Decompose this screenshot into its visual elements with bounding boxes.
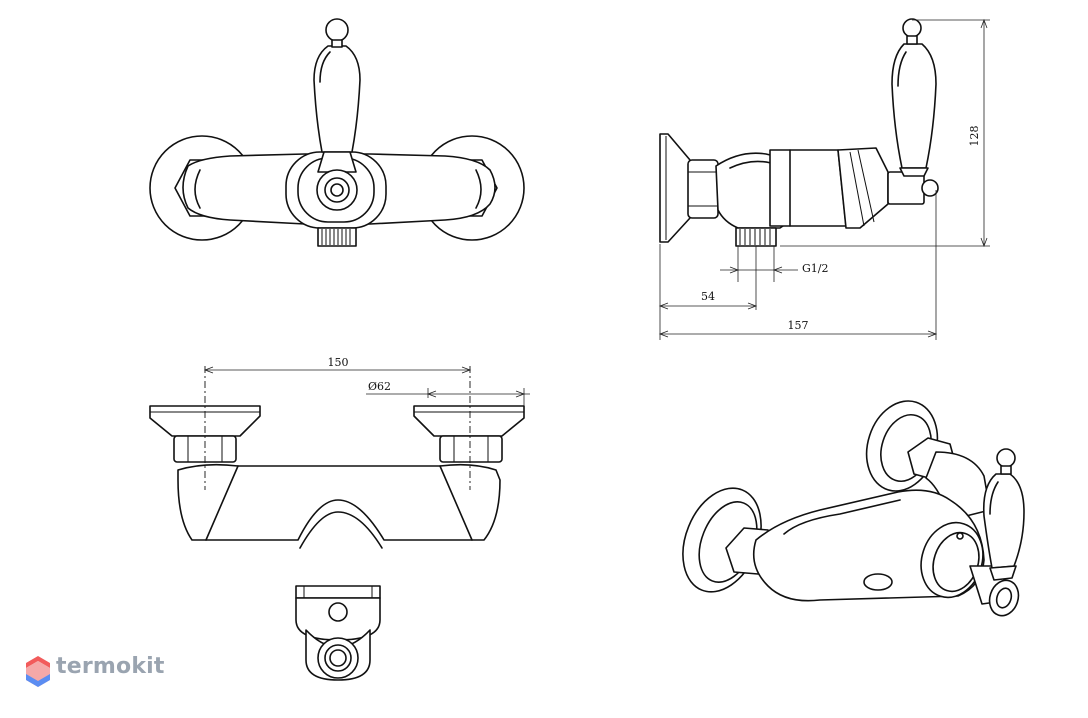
- front-view: [149, 18, 525, 247]
- dimension-offset-label: 54: [701, 290, 715, 303]
- isometric-view: [682, 400, 1025, 617]
- watermark: termokit: [24, 654, 165, 679]
- termokit-logo-icon: [26, 656, 50, 687]
- dimension-flange-diameter-label: Ø62: [368, 380, 391, 393]
- watermark-text: termokit: [56, 654, 165, 679]
- dimension-depth-label: 157: [788, 319, 809, 332]
- side-view: 128 G1/2 54 157: [658, 18, 990, 340]
- top-view: 150 Ø62: [149, 356, 530, 549]
- outlet-view: [295, 585, 381, 681]
- dimension-height-label: 128: [968, 126, 981, 147]
- dimension-center-distance-label: 150: [328, 356, 349, 369]
- dimension-thread-label: G1/2: [802, 262, 829, 275]
